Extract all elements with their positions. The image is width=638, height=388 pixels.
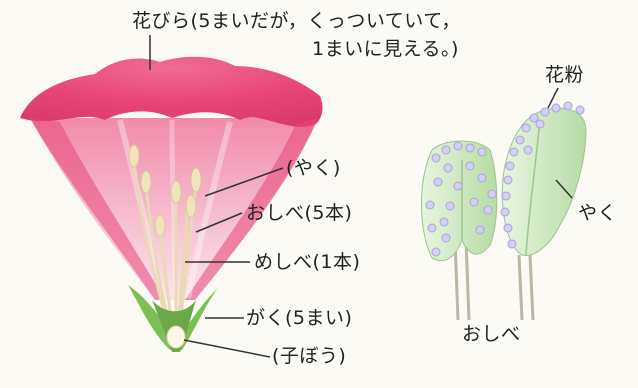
label-stamen: おしべ(5本) [246,202,353,224]
label-anther: (やく) [286,157,341,179]
ovary-shape [166,325,186,349]
label-pistil: めしべ(1本) [254,251,361,273]
anthers [128,144,202,238]
label-pollen: 花粉 [545,64,585,86]
label-stamen-detail: おしべ [462,323,521,345]
label-anther-detail: やく [578,202,618,224]
label-ovary: (子ぼう) [272,345,347,367]
pollen-grains [425,101,585,257]
anther-detail-right [501,107,587,321]
petal-tube [30,118,318,300]
label-sepal: がく(5まい) [246,307,353,329]
leader-lines [149,35,573,358]
label-petal: 花びら(5まいだが，くっついていて， [132,10,461,32]
label-petal-cont: 1まいに見える。) [312,38,459,60]
petal-limb [20,56,323,127]
